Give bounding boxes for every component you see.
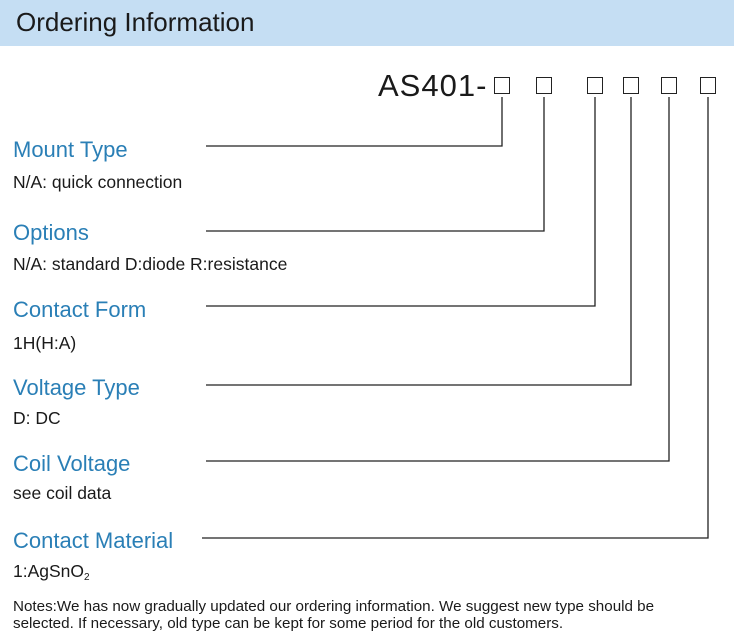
field-value-mount-type: N/A: quick connection (13, 172, 183, 192)
notes: Notes:We has now gradually updated our o… (13, 598, 733, 632)
code-box-options (536, 77, 552, 94)
field-label-coil-voltage: Coil Voltage (13, 451, 135, 477)
field-label-voltage-type: Voltage Type (13, 375, 144, 401)
leader-line-contact-material (202, 97, 709, 539)
contact-material-subscript: 2 (84, 572, 90, 583)
model-code-prefix: AS401- (378, 68, 488, 103)
code-box-coil-voltage (661, 77, 677, 94)
field-value-contact-material: 1:AgSnO2 (13, 561, 90, 583)
header-bar: Ordering Information (0, 0, 734, 46)
contact-material-formula: 1:AgSnO (13, 561, 85, 581)
field-label-mount-type: Mount Type (13, 137, 132, 163)
field-label-options: Options (13, 220, 93, 246)
field-value-contact-form: 1H(H:A) (13, 333, 77, 353)
code-box-mount-type (494, 77, 510, 94)
notes-line-1: Notes:We has now gradually updated our o… (13, 598, 655, 615)
field-value-voltage-type: D: DC (13, 408, 61, 428)
field-label-contact-material: Contact Material (13, 528, 178, 554)
section-title: Ordering Information (16, 7, 255, 37)
field-value-coil-voltage: see coil data (13, 483, 112, 503)
leader-line-options (206, 97, 545, 232)
code-box-contact-material (700, 77, 716, 94)
field-value-options: N/A: standard D:diode R:resistance (13, 254, 288, 274)
code-box-contact-form (587, 77, 603, 94)
leader-line-mount-type (206, 97, 503, 147)
code-box-voltage-type (623, 77, 639, 94)
notes-line-2: selected. If necessary, old type can be … (13, 615, 564, 632)
leader-line-voltage-type (206, 97, 632, 386)
field-label-contact-form: Contact Form (13, 297, 151, 323)
leader-line-coil-voltage (206, 97, 670, 462)
